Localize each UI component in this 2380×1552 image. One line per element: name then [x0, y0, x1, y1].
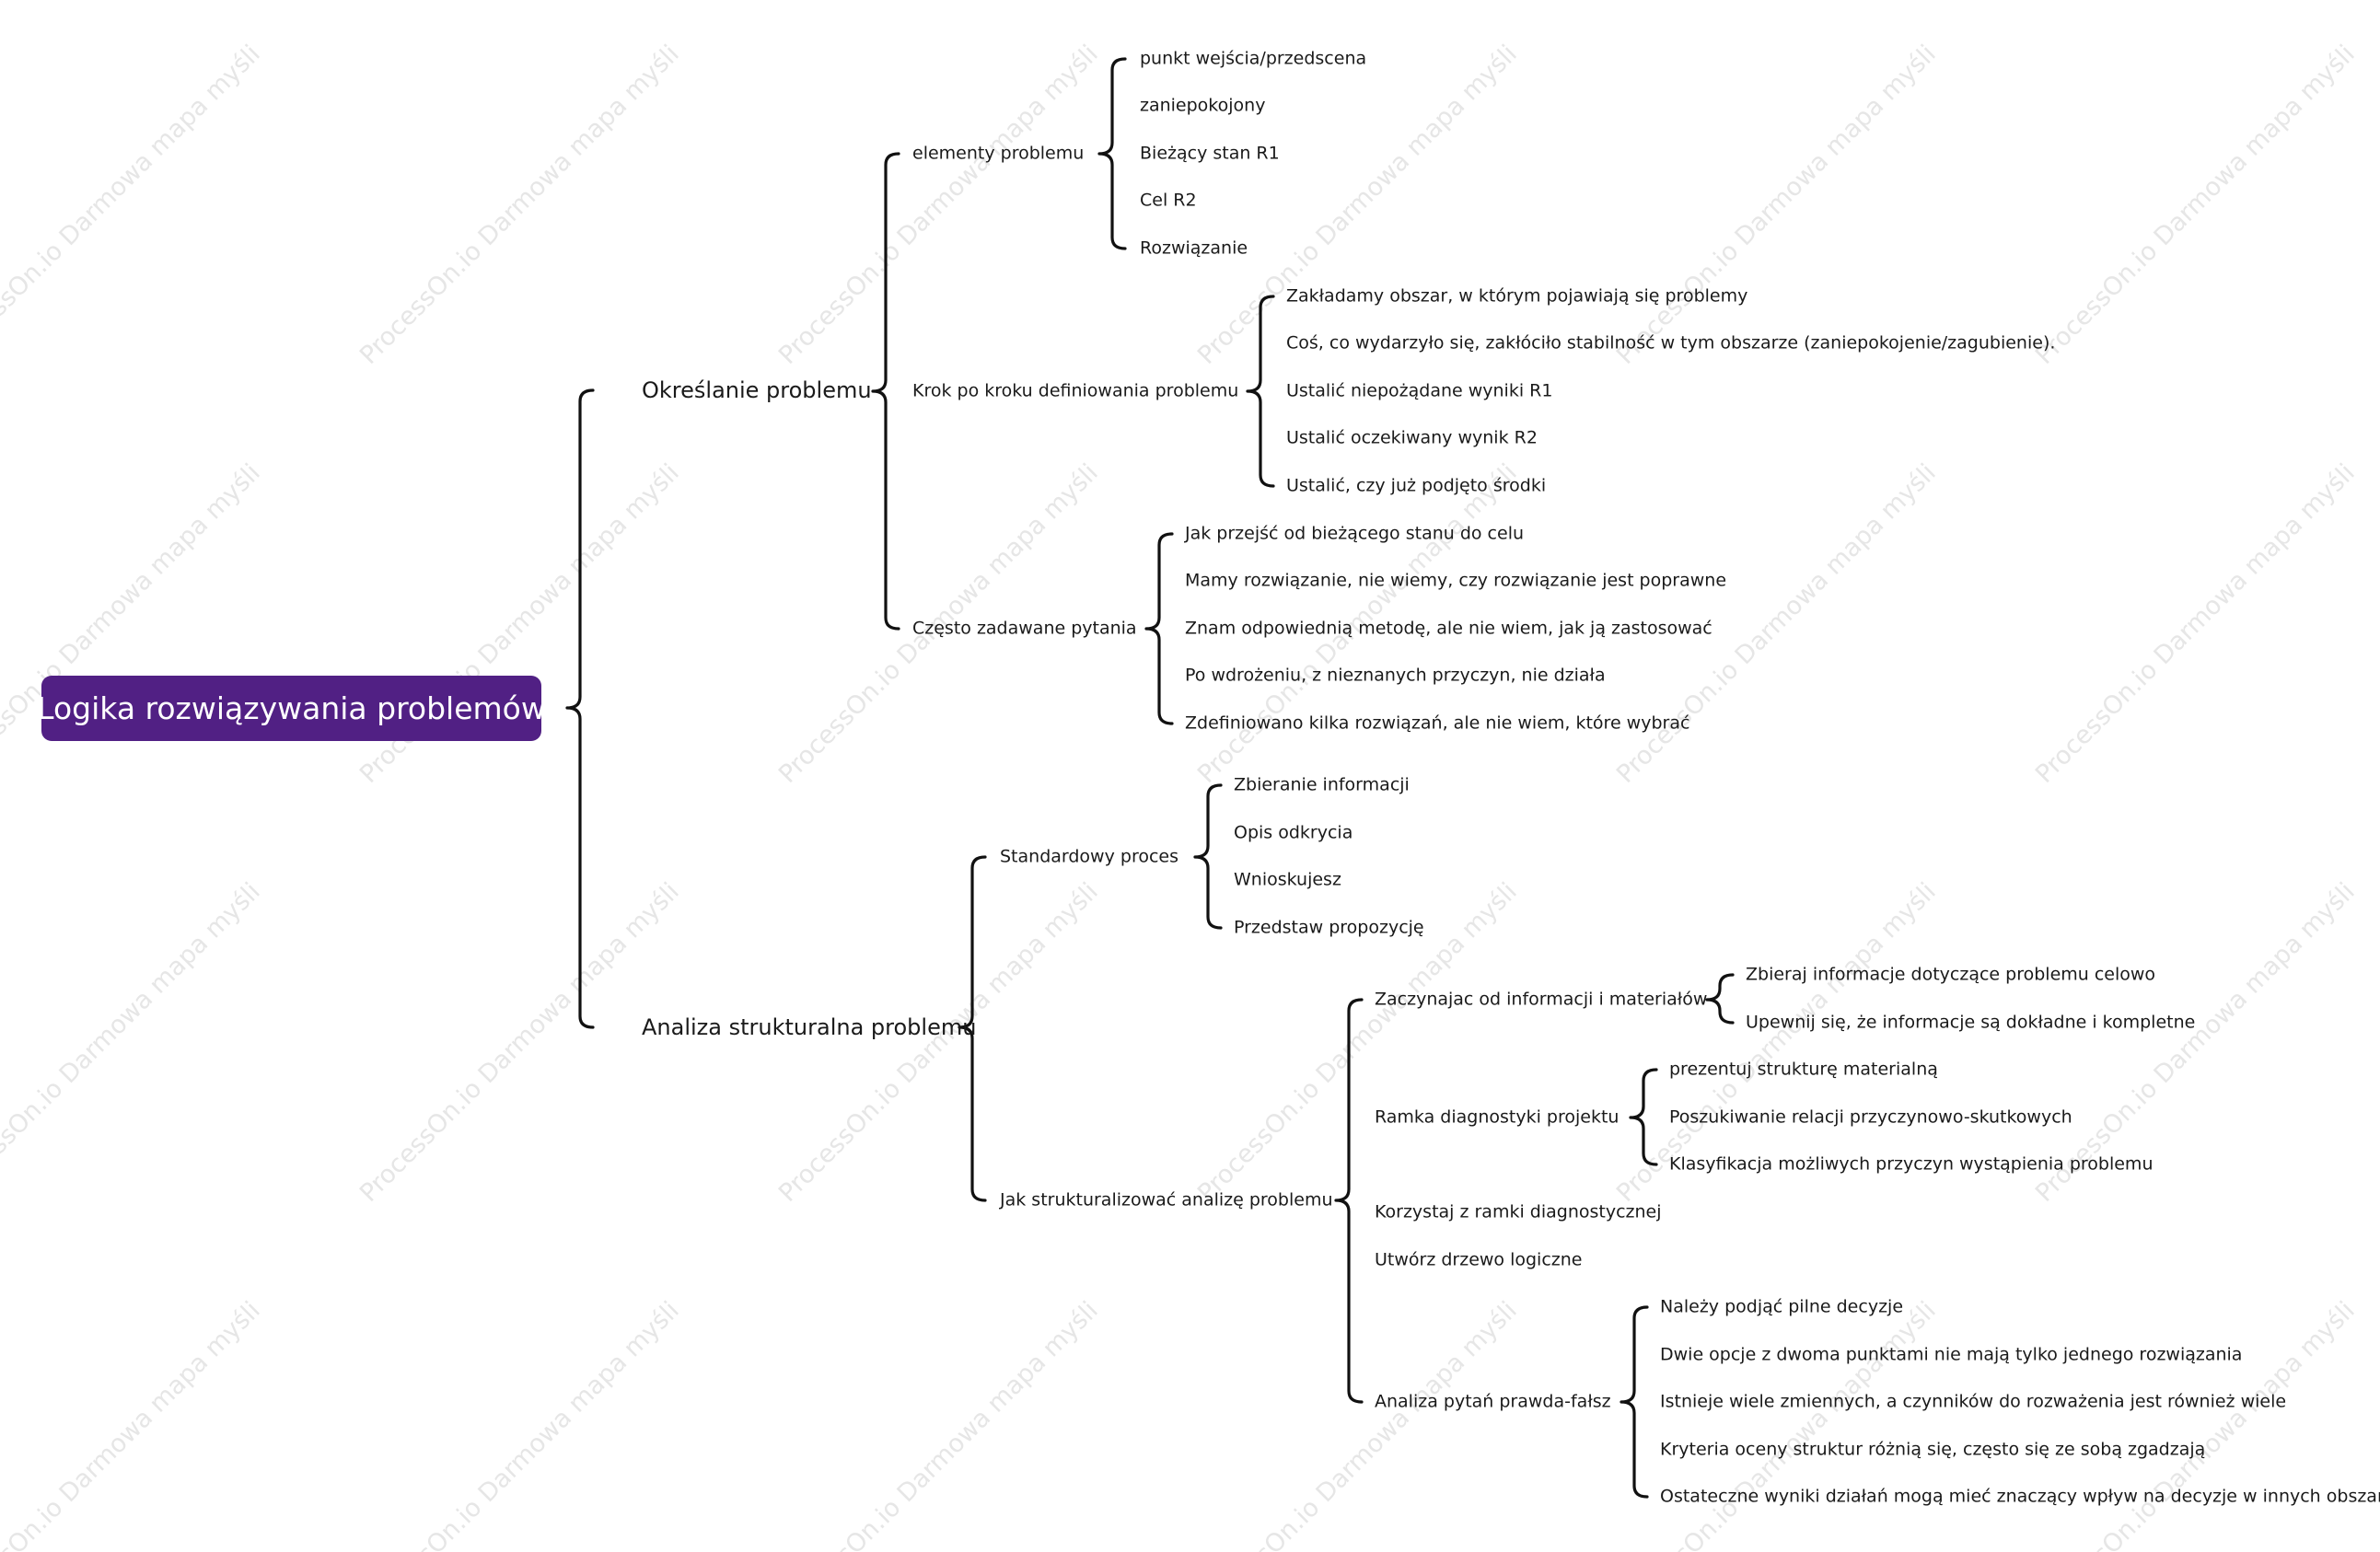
leaf-item[interactable]: Klasyfikacja możliwych przyczyn wystąpie… — [1669, 1153, 2154, 1175]
leaf-item[interactable]: Ustalić oczekiwany wynik R2 — [1286, 427, 1538, 448]
leaf-item[interactable]: Zbieranie informacji — [1234, 774, 1410, 795]
leaf-item[interactable]: Dwie opcje z dwoma punktami nie mają tyl… — [1660, 1344, 2243, 1365]
subtopic-zaczynajac-od-informacji[interactable]: Zaczynajac od informacji i materiałów — [1375, 989, 1708, 1010]
brace-krok — [1246, 295, 1275, 488]
leaf-item[interactable]: Bieżący stan R1 — [1140, 143, 1280, 164]
leaf-item[interactable]: Wnioskujesz — [1234, 869, 1341, 890]
leaf-item[interactable]: Ustalić niepożądane wyniki R1 — [1286, 380, 1553, 401]
brace-analiza — [958, 855, 987, 1202]
leaf-item[interactable]: Coś, co wydarzyło się, zakłóciło stabiln… — [1286, 332, 2056, 353]
brace-okreslanie — [871, 152, 900, 631]
leaf-item[interactable]: Upewnij się, że informacje są dokładne i… — [1746, 1012, 2196, 1033]
topic-czesto-zadawane-pytania[interactable]: Często zadawane pytania — [912, 618, 1137, 639]
leaf-item[interactable]: Poszukiwanie relacji przyczynowo-skutkow… — [1669, 1106, 2072, 1128]
leaf-item[interactable]: Kryteria oceny struktur różnią się, częs… — [1660, 1439, 2206, 1460]
brace-analiza-pytan — [1620, 1305, 1649, 1499]
leaf-item[interactable]: Ostateczne wyniki działań mogą mieć znac… — [1660, 1486, 2380, 1507]
leaf-item[interactable]: Mamy rozwiązanie, nie wiemy, czy rozwiąz… — [1185, 570, 1727, 591]
root-label: Logika rozwiązywania problemów — [37, 690, 546, 726]
topic-jak-strukturalizowac[interactable]: Jak strukturalizować analizę problemu — [1000, 1189, 1333, 1210]
leaf-item[interactable]: Rozwiązanie — [1140, 237, 1248, 259]
branch-okreslanie-problemu[interactable]: Określanie problemu — [642, 377, 872, 403]
leaf-item[interactable]: Istnieje wiele zmiennych, a czynników do… — [1660, 1391, 2287, 1412]
topic-elementy-problemu[interactable]: elementy problemu — [912, 143, 1085, 164]
leaf-item[interactable]: Zakładamy obszar, w którym pojawiają się… — [1286, 285, 1748, 307]
leaf-item[interactable]: Ustalić, czy już podjęto środki — [1286, 475, 1547, 496]
leaf-item[interactable]: Znam odpowiednią metodę, ale nie wiem, j… — [1185, 618, 1712, 639]
brace-jak-strukturalizowac — [1334, 998, 1364, 1404]
leaf-item[interactable]: Po wdrożeniu, z nieznanych przyczyn, nie… — [1185, 665, 1606, 686]
subtopic-analiza-pytan[interactable]: Analiza pytań prawda-fałsz — [1375, 1391, 1611, 1412]
leaf-item[interactable]: zaniepokojony — [1140, 95, 1266, 116]
leaf-item[interactable]: punkt wejścia/przedscena — [1140, 48, 1367, 69]
subtopic-ramka-diagnostyki[interactable]: Ramka diagnostyki projektu — [1375, 1106, 1620, 1128]
subtopic-korzystaj-z-ramki[interactable]: Korzystaj z ramki diagnostycznej — [1375, 1201, 1662, 1222]
leaf-item[interactable]: Jak przejść od bieżącego stanu do celu — [1185, 523, 1525, 544]
leaf-item[interactable]: Przedstaw propozycję — [1234, 917, 1424, 938]
root-node[interactable]: Logika rozwiązywania problemów — [37, 676, 546, 741]
brace-elementy — [1097, 57, 1127, 250]
leaf-item[interactable]: Cel R2 — [1140, 190, 1197, 211]
leaf-item[interactable]: Zbieraj informacje dotyczące problemu ce… — [1746, 964, 2156, 985]
topic-krok-po-kroku[interactable]: Krok po kroku definiowania problemu — [912, 380, 1239, 401]
branch-analiza-strukturalna[interactable]: Analiza strukturalna problemu — [642, 1014, 977, 1040]
subtopic-utworz-drzewo[interactable]: Utwórz drzewo logiczne — [1375, 1249, 1583, 1270]
leaf-item[interactable]: Należy podjąć pilne decyzje — [1660, 1296, 1904, 1317]
leaf-item[interactable]: prezentuj strukturę materialną — [1669, 1059, 1938, 1080]
topic-standardowy-proces[interactable]: Standardowy proces — [1000, 846, 1178, 867]
brace-ramka — [1629, 1068, 1658, 1166]
leaf-item[interactable]: Opis odkrycia — [1234, 822, 1353, 843]
brace-root — [565, 388, 595, 1029]
leaf-item[interactable]: Zdefiniowano kilka rozwiązań, ale nie wi… — [1185, 712, 1690, 734]
brace-zaczynajac — [1705, 973, 1735, 1025]
brace-standardowy — [1193, 783, 1223, 930]
brace-pytania — [1144, 532, 1174, 725]
